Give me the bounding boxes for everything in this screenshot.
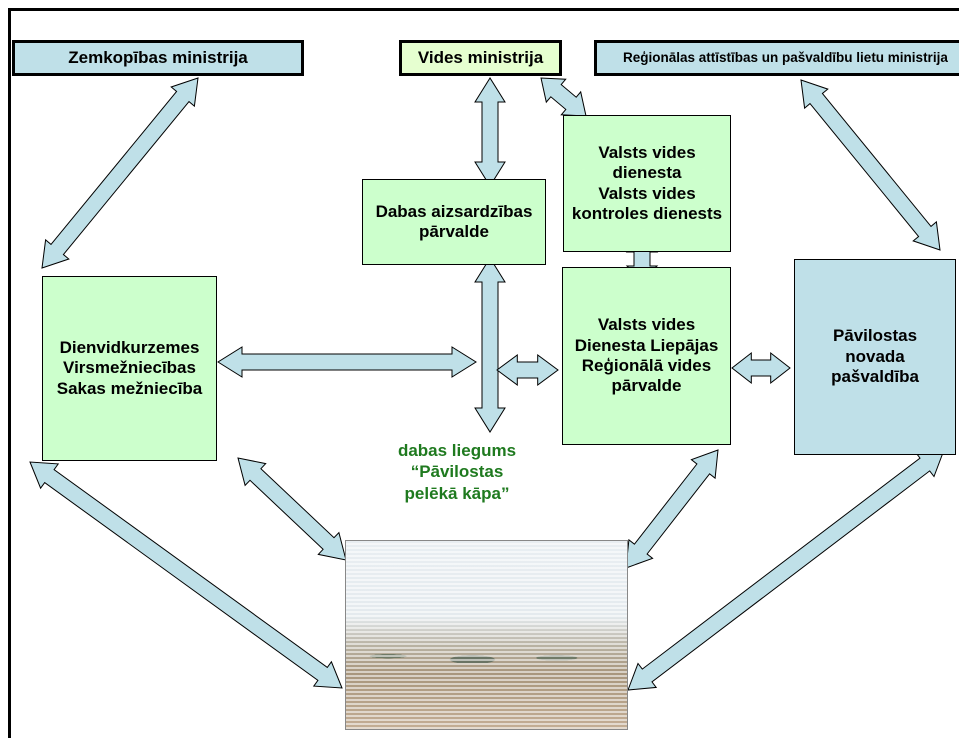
regionalas-ministrija-box: Reģionālas attīstības un pašvaldību liet… xyxy=(594,40,959,76)
arrow-center-liepajas xyxy=(496,354,559,386)
arrow-zemkopibas-dienvidkurzemes xyxy=(41,77,199,269)
zemkopibas-ministrija-label: Zemkopības ministrija xyxy=(68,47,248,67)
photo-scanlines xyxy=(346,541,627,729)
valsts-vides-dienesta-label: Valsts vides dienesta Valsts vides kontr… xyxy=(571,142,723,223)
arrow-liepajas-photo xyxy=(625,449,719,569)
arrow-dabas-liegums xyxy=(474,257,506,433)
dabas-liegums-label: dabas liegums “Pāvilostas pelēkā kāpa” xyxy=(397,441,517,503)
diagram-frame xyxy=(8,8,959,738)
arrow-left-photo xyxy=(29,461,343,689)
dienvidkurzemes-label: Dienvidkurzemes Virsmežniecības Sakas me… xyxy=(56,337,203,398)
dabas-aizsardzibas-box: Dabas aizsardzības pārvalde xyxy=(362,179,546,265)
vides-ministrija-label: Vides ministrija xyxy=(417,47,544,67)
arrow-vides-dabas xyxy=(474,77,506,187)
arrow-liepajas-pavilostas xyxy=(731,351,791,385)
liepajas-box: Valsts vides Dienesta Liepājas Reģionālā… xyxy=(562,267,731,445)
landscape-photo xyxy=(345,540,628,730)
zemkopibas-ministrija-box: Zemkopības ministrija xyxy=(12,40,304,76)
arrow-pavilostas-photo xyxy=(627,449,945,691)
regionalas-ministrija-label: Reģionālas attīstības un pašvaldību liet… xyxy=(623,49,948,65)
arrow-dienvidkurzemes-photo xyxy=(237,457,347,561)
pavilostas-novada-label: Pāvilostas novada pašvaldība xyxy=(831,326,919,387)
pavilostas-novada-box: Pāvilostas novada pašvaldība xyxy=(794,259,956,455)
arrow-regionalas-pavilostas xyxy=(800,79,941,251)
valsts-vides-dienesta-box: Valsts vides dienesta Valsts vides kontr… xyxy=(563,115,731,252)
arrow-dienvidkurzemes-center xyxy=(217,346,477,378)
dienvidkurzemes-box: Dienvidkurzemes Virsmežniecības Sakas me… xyxy=(42,276,217,461)
arrow-vides-valsts xyxy=(540,77,587,117)
vides-ministrija-box: Vides ministrija xyxy=(399,40,562,76)
liepajas-label: Valsts vides Dienesta Liepājas Reģionālā… xyxy=(574,315,719,396)
dabas-aizsardzibas-label: Dabas aizsardzības pārvalde xyxy=(375,201,533,241)
